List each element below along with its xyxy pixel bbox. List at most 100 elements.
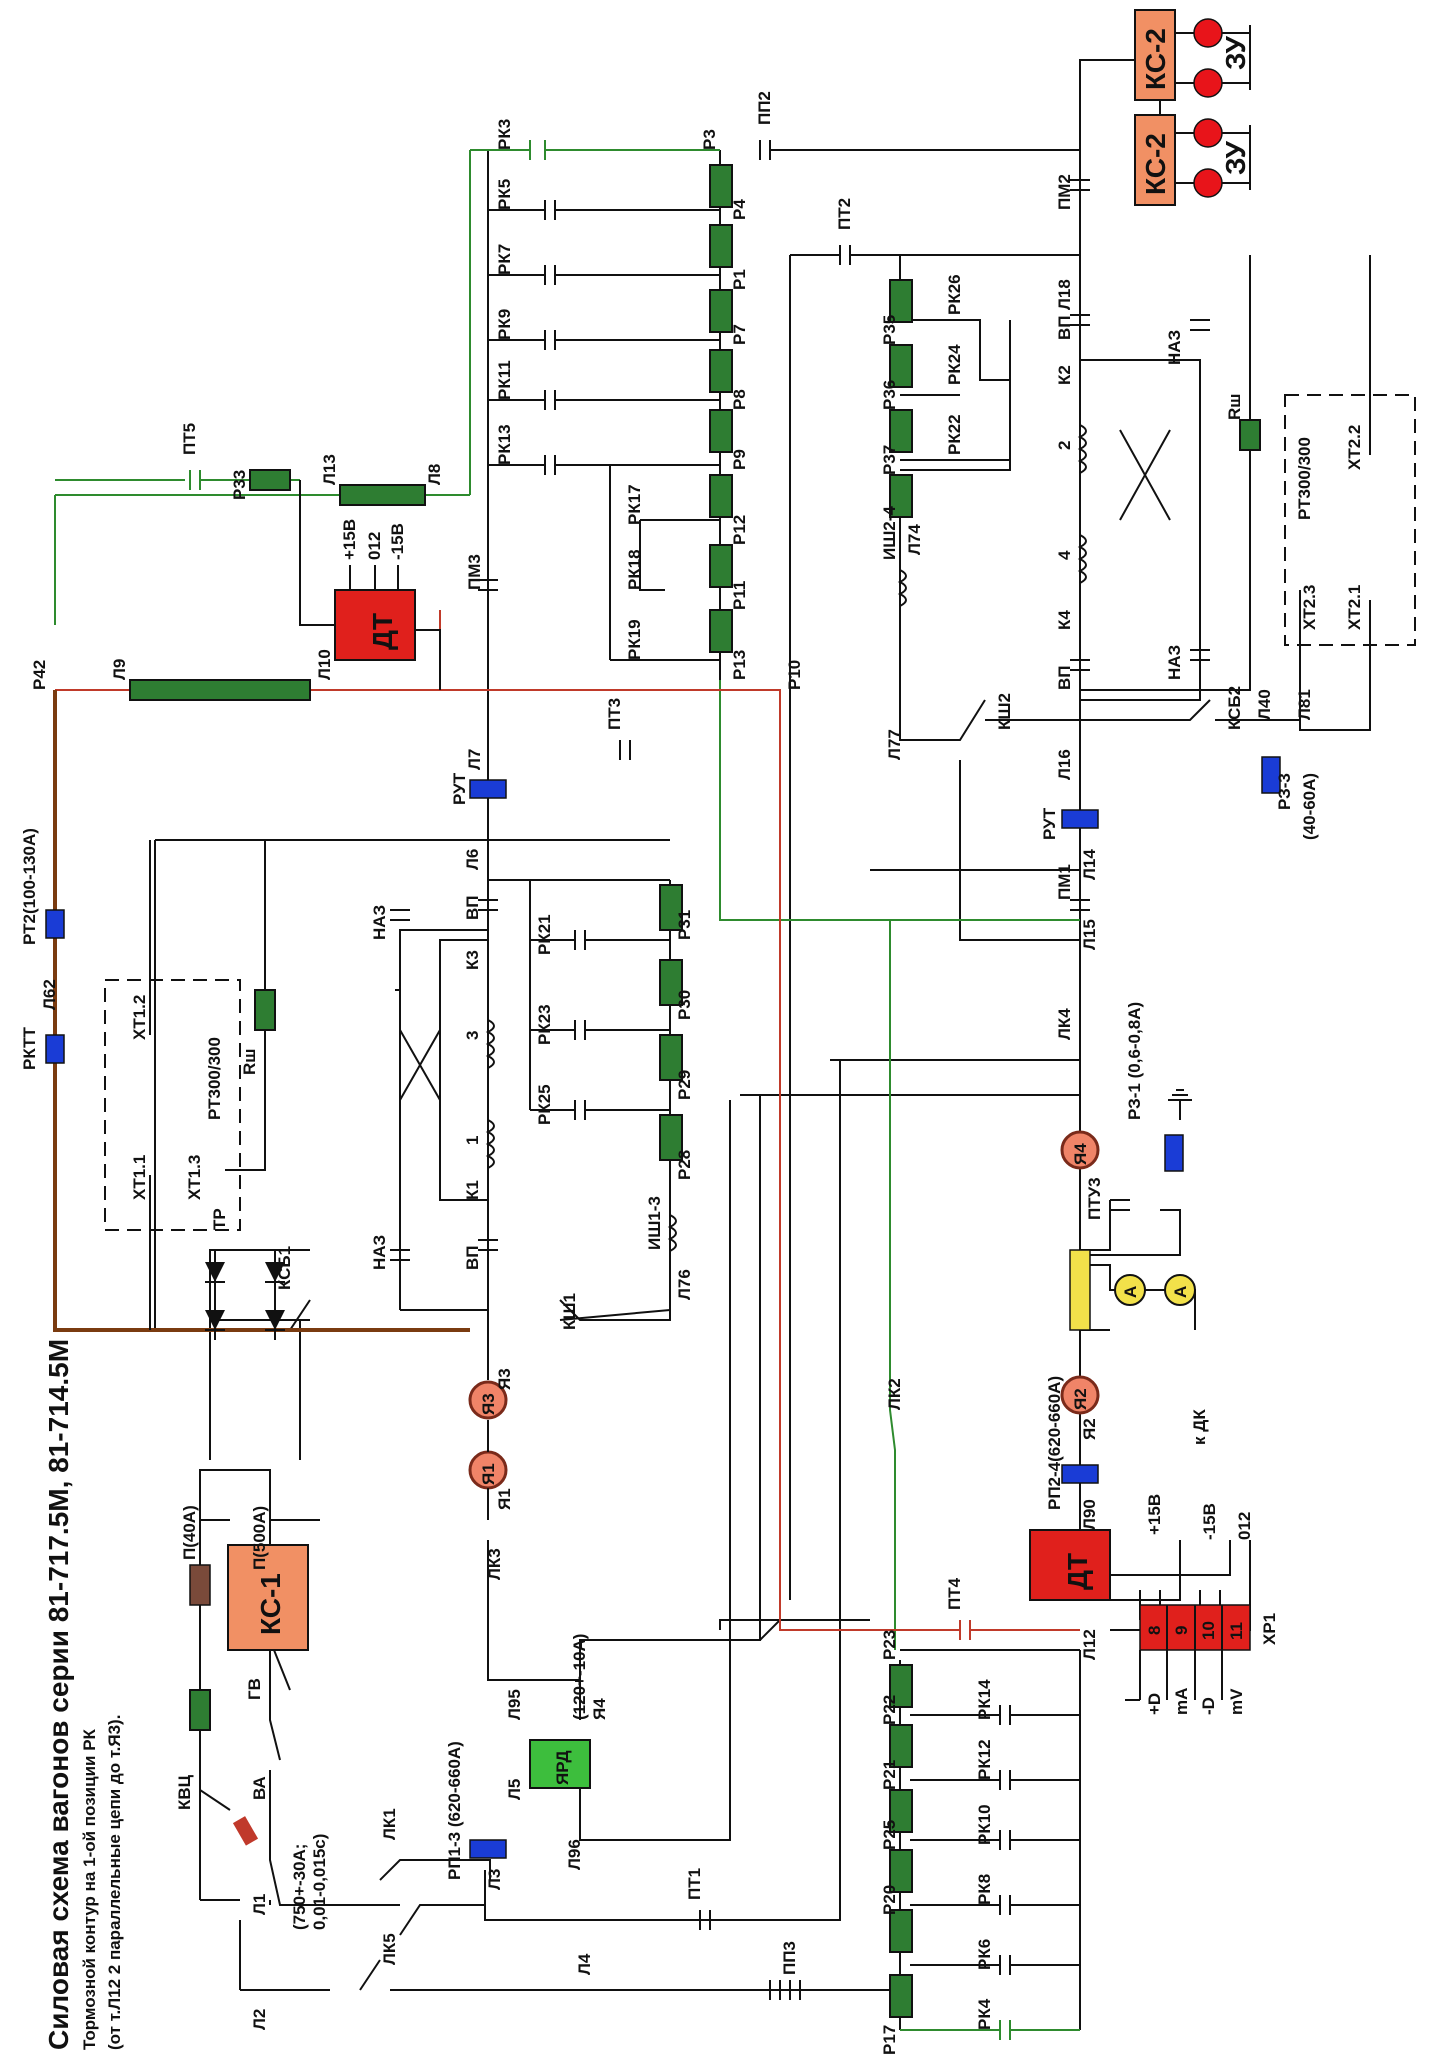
label-rk24: РК24 (945, 344, 964, 385)
label-rt300-r: РТ300/300 (1295, 437, 1314, 520)
label-p23: Р23 (880, 1630, 899, 1660)
label-p40: П(40А) (180, 1505, 199, 1560)
label-xt12: ХТ1.2 (130, 995, 149, 1040)
label-ksb2: КСБ2 (1225, 686, 1244, 730)
resistor-p29 (659, 1034, 683, 1081)
label-rk3: РК3 (495, 119, 514, 150)
label-ya1: Я1 (495, 1488, 514, 1510)
label-xp1: ХР1 (1260, 1613, 1279, 1645)
label-xp1-ma: mA (1172, 1688, 1191, 1715)
label-p11: Р11 (730, 581, 749, 610)
label-kdk: к ДК (1190, 1409, 1209, 1445)
label-p25: Р25 (880, 1820, 899, 1850)
label-xt22: ХТ2.2 (1345, 425, 1364, 470)
label-rk10: РК10 (975, 1804, 994, 1845)
resistor-p35 (889, 279, 913, 323)
label-ksh2: КШ2 (995, 693, 1014, 730)
label-l15: Л15 (1080, 919, 1099, 950)
label-xt13: ХТ1.3 (185, 1155, 204, 1200)
label-l8: Л8 (425, 464, 444, 485)
label-l1: Л1 (250, 1894, 269, 1915)
label-p9: Р9 (730, 449, 749, 470)
label-rk13: РК13 (495, 424, 514, 465)
label-lk2: ЛК2 (885, 1378, 904, 1410)
label-vp-r1: ВП (1055, 316, 1074, 341)
resistor-p4 (709, 164, 733, 208)
label-pt4: ПТ4 (945, 1577, 964, 1610)
label-l95: Л95 (505, 1689, 524, 1720)
label-motor-ya3: Я3 (479, 1393, 498, 1415)
block-ks2b (1134, 114, 1176, 206)
label-xp1-pin8: 8 (1145, 1626, 1164, 1635)
label-l10: Л10 (315, 649, 334, 680)
label-dt-top: ДТ (367, 613, 398, 650)
label-rk12: РК12 (975, 1739, 994, 1780)
label-p17: Р17 (880, 2025, 899, 2055)
label-ksb1: КСБ1 (275, 1246, 294, 1290)
label-dt-bottom: ДТ (1062, 1553, 1093, 1590)
label-rk5: РК5 (495, 179, 514, 210)
label-xp1-d-plus: +D (1145, 1693, 1164, 1715)
resistor-p17 (889, 1974, 913, 2018)
label-zu-b: ЗУ (1220, 141, 1251, 175)
label-p7: Р7 (730, 324, 749, 345)
label-kvc: КВЦ (175, 1774, 194, 1810)
label-rt2: РТ2(100-130А) (20, 828, 39, 945)
label-p3: Р3 (700, 129, 719, 150)
label-xt11: ХТ1.1 (130, 1155, 149, 1200)
resistor-p25 (889, 1849, 913, 1893)
label-v15p-b: +15В (1145, 1494, 1164, 1535)
label-rk18: РК18 (625, 549, 644, 590)
relay-rz3 (1261, 756, 1281, 794)
label-v012-t: 012 (365, 532, 384, 560)
label-xp1-pin10: 10 (1199, 1621, 1218, 1640)
label-rk9: РК9 (495, 309, 514, 340)
contacts (189, 140, 1210, 2040)
diode-bridge (205, 1250, 285, 1340)
label-meter-a1: A (1121, 1286, 1140, 1298)
ammeters (1069, 1249, 1196, 1331)
label-l13: Л13 (320, 454, 339, 485)
resistor-p9 (709, 409, 733, 453)
resistor-p23 (889, 1664, 913, 1708)
label-rut1: РУТ (450, 772, 469, 805)
label-p10: Р10 (785, 660, 804, 690)
label-rt300-l: РТ300/300 (205, 1037, 224, 1120)
label-p21: Р21 (880, 1760, 899, 1790)
block-ks1 (227, 1544, 309, 1651)
label-l90: Л90 (1080, 1499, 1099, 1530)
label-v15m-b: -15В (1200, 1503, 1219, 1540)
label-p13: Р13 (730, 650, 749, 680)
label-ptu3: ПТУ3 (1085, 1177, 1104, 1220)
label-l7: Л7 (465, 749, 484, 770)
relay-rp24 (1061, 1464, 1099, 1484)
motor-labels: Я1 Я3 Я2 Я4 A A 8 9 10 11 +D mA -D mV (479, 1143, 1246, 1715)
label-n1: 1 (463, 1136, 482, 1145)
resistor-p1 (709, 224, 733, 268)
label-ksh1: КШ1 (560, 1293, 579, 1330)
label-lk3: ЛК3 (485, 1548, 504, 1580)
label-p36: Р36 (880, 380, 899, 410)
label-rsh-r: Rш (1225, 394, 1244, 420)
label-yard-range: (120+-10А) (570, 1634, 589, 1720)
resistor-p20 (889, 1909, 913, 1953)
label-rp24: РП2-4(620-660А) (1045, 1376, 1064, 1510)
label-l74: Л74 (905, 524, 924, 555)
label-xt23: ХТ2.3 (1300, 585, 1319, 630)
label-l12: Л12 (1080, 1629, 1099, 1660)
resistor-l13 (339, 484, 426, 506)
label-k3: К3 (463, 950, 482, 970)
resistor-p13 (709, 609, 733, 653)
label-ks1: КС-1 (255, 1573, 286, 1635)
label-xp1-mv: mV (1227, 1688, 1246, 1715)
label-l96: Л96 (565, 1839, 584, 1870)
resistor-p7 (709, 289, 733, 333)
label-p12: Р12 (730, 515, 749, 545)
label-l4: Л4 (575, 1953, 594, 1975)
label-naz-r2: НАЗ (1165, 645, 1184, 680)
block-labels: КС-1 КС-2 КС-2 ЗУ ЗУ ДТ ДТ ЯРД ХР1 (255, 28, 1279, 1785)
label-rktt: РКТТ (20, 1026, 39, 1070)
title-line2: Тормозной контур на 1-ой позиции РК (80, 1728, 99, 2050)
resistor-p36 (889, 344, 913, 388)
